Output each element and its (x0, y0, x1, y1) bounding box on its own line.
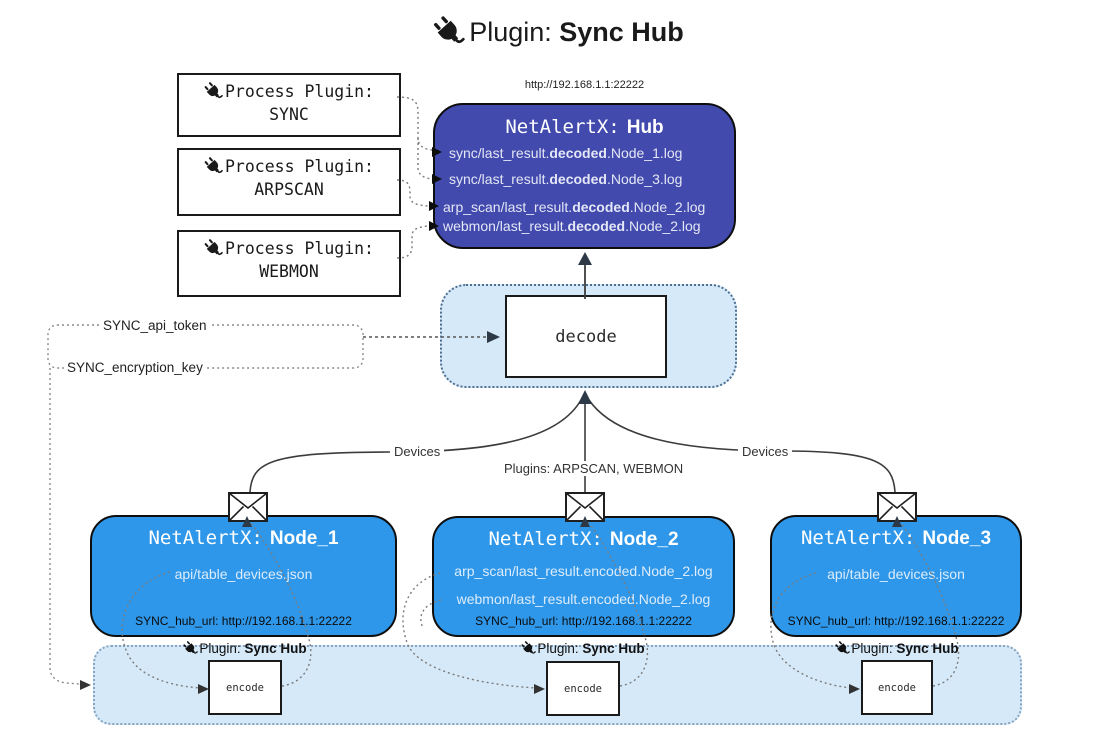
node-title: NetAlertX:Node_3 (800, 527, 992, 549)
node-title: NetAlertX:Node_1 (148, 527, 339, 549)
hub-title-name: Hub (626, 117, 664, 138)
plug-icon (204, 82, 223, 101)
process-plugin-name: SYNC (269, 105, 309, 124)
hub-log-line: sync/last_result.decoded.Node_1.log (449, 145, 683, 161)
encode-plugin-label: Plugin: Sync Hub (155, 641, 335, 656)
plug-icon (521, 641, 536, 656)
plug-icon (433, 16, 465, 48)
node-hub-url: SYNC_hub_url: http://192.168.1.1:22222 (475, 614, 692, 628)
node-file: webmon/last_result.encoded.Node_2.log (456, 591, 711, 607)
encode-plugin-label: Plugin: Sync Hub (493, 641, 673, 656)
hub-title: NetAlertX: Hub (435, 116, 734, 139)
process-plugin-label: Process Plugin: (224, 157, 374, 176)
process-plugin-name: ARPSCAN (254, 180, 324, 199)
process-plugin-box-webmon: Process Plugin: WEBMON (177, 230, 401, 297)
page-title-prefix: Plugin: (469, 17, 552, 47)
envelope-icon (565, 492, 605, 522)
label-sync-api-token: SYNC_api_token (100, 318, 210, 333)
node-hub-url: SYNC_hub_url: http://192.168.1.1:22222 (787, 614, 1005, 628)
node-hub-url: SYNC_hub_url: http://192.168.1.1:22222 (135, 614, 352, 628)
node-box-node-1: NetAlertX:Node_1 api/table_devices.json … (90, 515, 397, 637)
process-plugin-label: Process Plugin: (224, 239, 374, 258)
hub-log-line: sync/last_result.decoded.Node_3.log (449, 171, 683, 187)
plug-icon (204, 157, 223, 176)
hub-log-line: arp_scan/last_result.decoded.Node_2.log (443, 199, 706, 215)
process-plugin-box-arpscan: Process Plugin: ARPSCAN (177, 148, 401, 216)
hub-url: http://192.168.1.1:22222 (524, 79, 645, 91)
node-file: api/table_devices.json (174, 566, 313, 582)
plug-icon (204, 239, 223, 258)
envelope-icon (877, 492, 917, 522)
edge-label-devices-left: Devices (390, 444, 445, 459)
page-title-name: Sync Hub (559, 17, 684, 47)
edge-label-devices-right: Devices (738, 444, 793, 459)
process-plugin-name: WEBMON (259, 262, 319, 281)
process-plugin-box-sync: Process Plugin: SYNC (177, 73, 401, 137)
hub-box: NetAlertX: Hub sync/last_result.decoded.N… (433, 103, 736, 249)
edge-label-plugins: Plugins: ARPSCAN, WEBMON (500, 461, 683, 476)
plug-icon (835, 641, 850, 656)
encode-box: encode (546, 661, 620, 716)
plug-icon (183, 641, 198, 656)
envelope-icon (228, 492, 268, 522)
page-title: Plugin: Sync Hub (0, 16, 1117, 48)
node-file: arp_scan/last_result.encoded.Node_2.log (454, 563, 713, 579)
node-file: api/table_devices.json (827, 566, 965, 582)
hub-log-line: webmon/last_result.decoded.Node_2.log (443, 218, 701, 234)
encode-box: encode (208, 660, 282, 715)
decode-box: decode (505, 295, 667, 378)
encode-plugin-label: Plugin: Sync Hub (807, 641, 987, 656)
node-box-node-2: NetAlertX:Node_2 arp_scan/last_result.en… (432, 516, 735, 637)
hub-title-prefix: NetAlertX: (505, 116, 620, 138)
node-box-node-3: NetAlertX:Node_3 api/table_devices.json … (770, 515, 1022, 637)
encode-box: encode (861, 660, 933, 715)
node-title: NetAlertX:Node_2 (488, 528, 679, 550)
label-sync-encryption-key: SYNC_encryption_key (64, 360, 206, 375)
process-plugin-label: Process Plugin: (224, 82, 374, 101)
